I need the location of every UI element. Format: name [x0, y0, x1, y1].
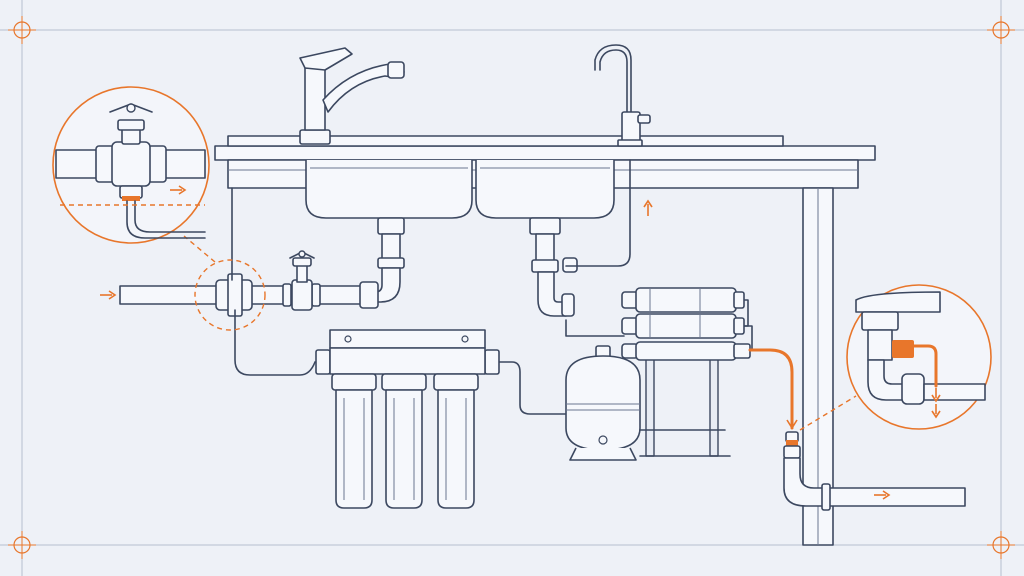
- ro-faucet-supply-arrow: [643, 199, 653, 216]
- corner-target-top-right: [987, 16, 1015, 44]
- drain-pipe: [783, 457, 966, 511]
- pressure-storage-tank: [565, 345, 641, 461]
- drain-outlet-arrow: [874, 490, 891, 500]
- corner-target-top-left: [8, 16, 36, 44]
- drain-saddle-detail-bubble: [846, 284, 992, 430]
- prefilter-housing-1: [331, 373, 377, 509]
- ro-module-3: [621, 341, 751, 361]
- drain-saddle: [783, 431, 801, 459]
- kitchen-faucet: [299, 47, 405, 145]
- drain-saddle-callout-leader: [799, 395, 857, 431]
- main-supply-inlet-arrow: [100, 290, 117, 300]
- ro-drain-line: [748, 348, 794, 430]
- ro-faucet: [594, 44, 651, 147]
- sink-basin-left: [305, 160, 473, 219]
- sink-basin-right: [475, 160, 615, 219]
- angle-stop-valve: [289, 250, 315, 283]
- drain-saddle-detail-flow-arrow: [931, 388, 941, 419]
- supply-tubing: [231, 159, 753, 415]
- main-supply-pipe: [119, 273, 379, 317]
- tee-valve-detail-flow-arrow: [170, 185, 187, 195]
- corner-target-bottom-right: [987, 531, 1015, 559]
- ro-module-1: [621, 287, 745, 313]
- tee-valve-detail-bubble: [52, 86, 210, 244]
- ro-module-2: [621, 313, 745, 339]
- tee-valve-callout-marker: [183, 235, 266, 331]
- filter-bracket: [315, 329, 500, 375]
- prefilter-housing-2: [381, 373, 427, 509]
- ro-membrane-rack: [639, 355, 731, 457]
- prefilter-housing-3: [433, 373, 479, 509]
- right-sink-drain-trap: [529, 217, 578, 317]
- drain-line-flow-arrow: [786, 419, 798, 430]
- corner-target-bottom-left: [8, 531, 36, 559]
